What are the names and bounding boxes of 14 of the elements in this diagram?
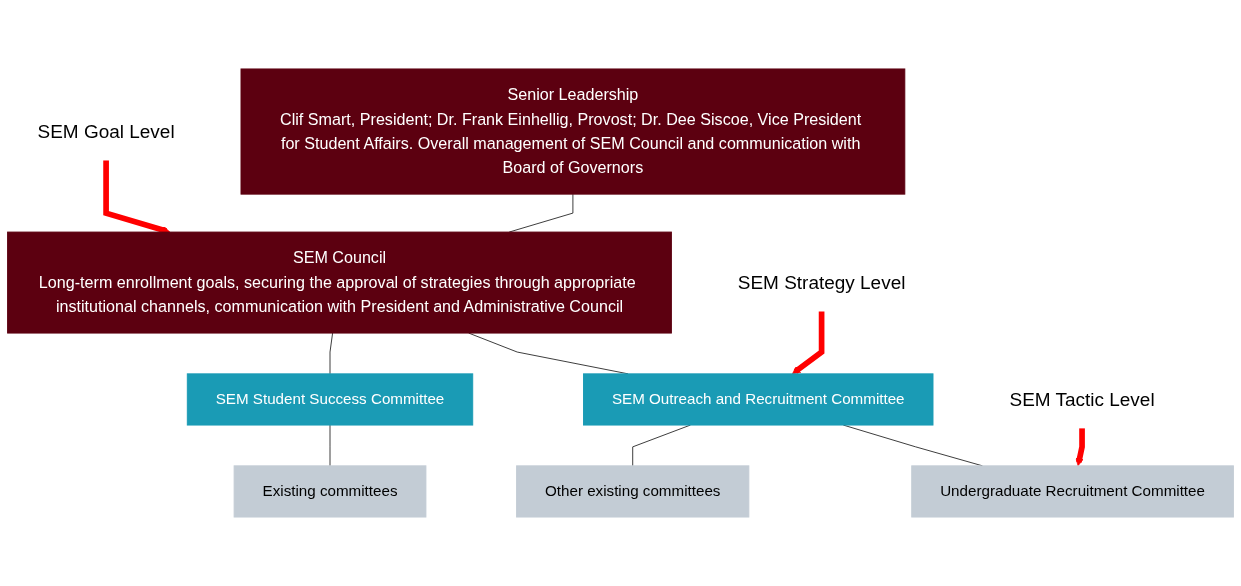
node-box: SEM Council Long-term enrollment goals, securing the approval of strategies through appropriate institutional channels, communication with President and Administrative Council [7, 231, 672, 334]
node-box: Senior Leadership Clif Smart, President; Dr. Frank Einhellig, Provost; Dr. Dee Siscoe, Vice President for Student Affairs. Overall management of SEM Council and communication with Board of Governors [240, 68, 906, 195]
connector [329, 332, 334, 375]
arrow [792, 311, 825, 375]
node-text: SEM Goal Level [37, 121, 175, 142]
arrow [1075, 427, 1085, 467]
node-box: SEM Student Success Committee [186, 373, 474, 426]
node-text: SEM Tactic Level [1009, 389, 1155, 410]
node-box: Existing committees [233, 465, 427, 518]
node-box: Other existing committees [516, 465, 750, 518]
node-box: SEM Outreach and Recruitment Committee [583, 373, 934, 426]
node-box: Undergraduate Recruitment Committee [911, 465, 1234, 518]
arrow [103, 160, 171, 234]
node-text: SEM Strategy Level [737, 272, 906, 293]
